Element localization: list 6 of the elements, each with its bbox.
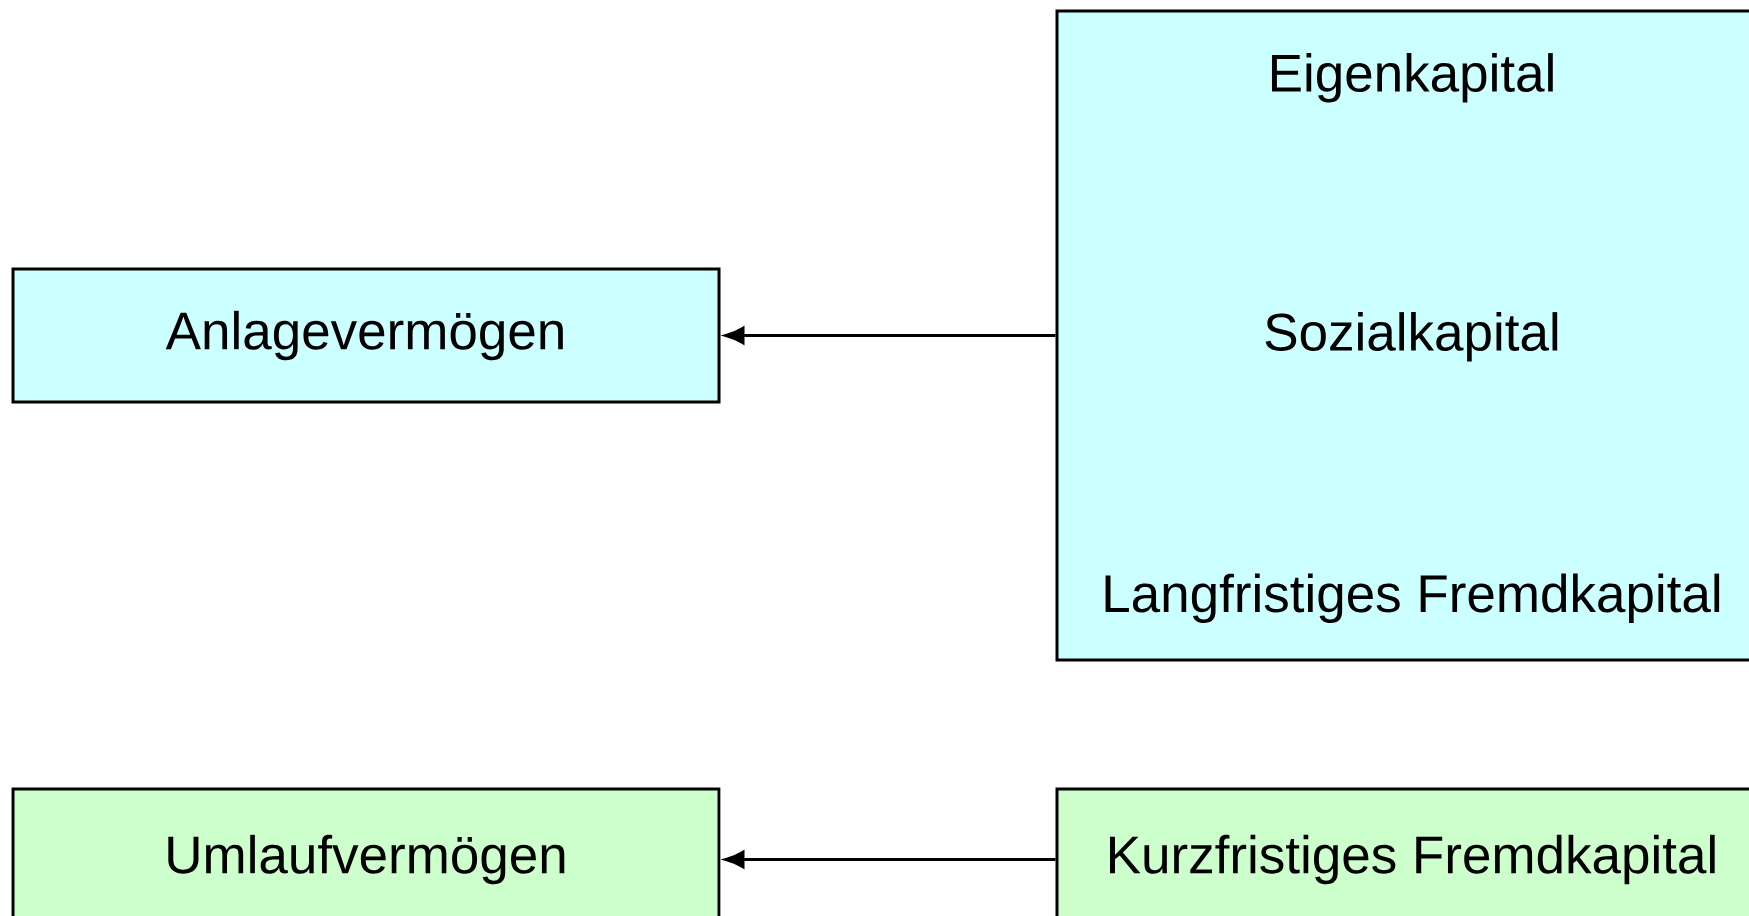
box-label: Eigenkapital — [1271, 53, 1553, 103]
box-label: Sozialkapital — [1265, 312, 1558, 362]
box-label: Langfristiges Fremdkapital — [1105, 573, 1720, 623]
box-label: Kurzfristiges Fremdkapital — [1110, 834, 1715, 885]
asset-box: Anlagevermögen — [11, 267, 721, 404]
asset-box: Umlaufvermögen — [11, 787, 721, 916]
